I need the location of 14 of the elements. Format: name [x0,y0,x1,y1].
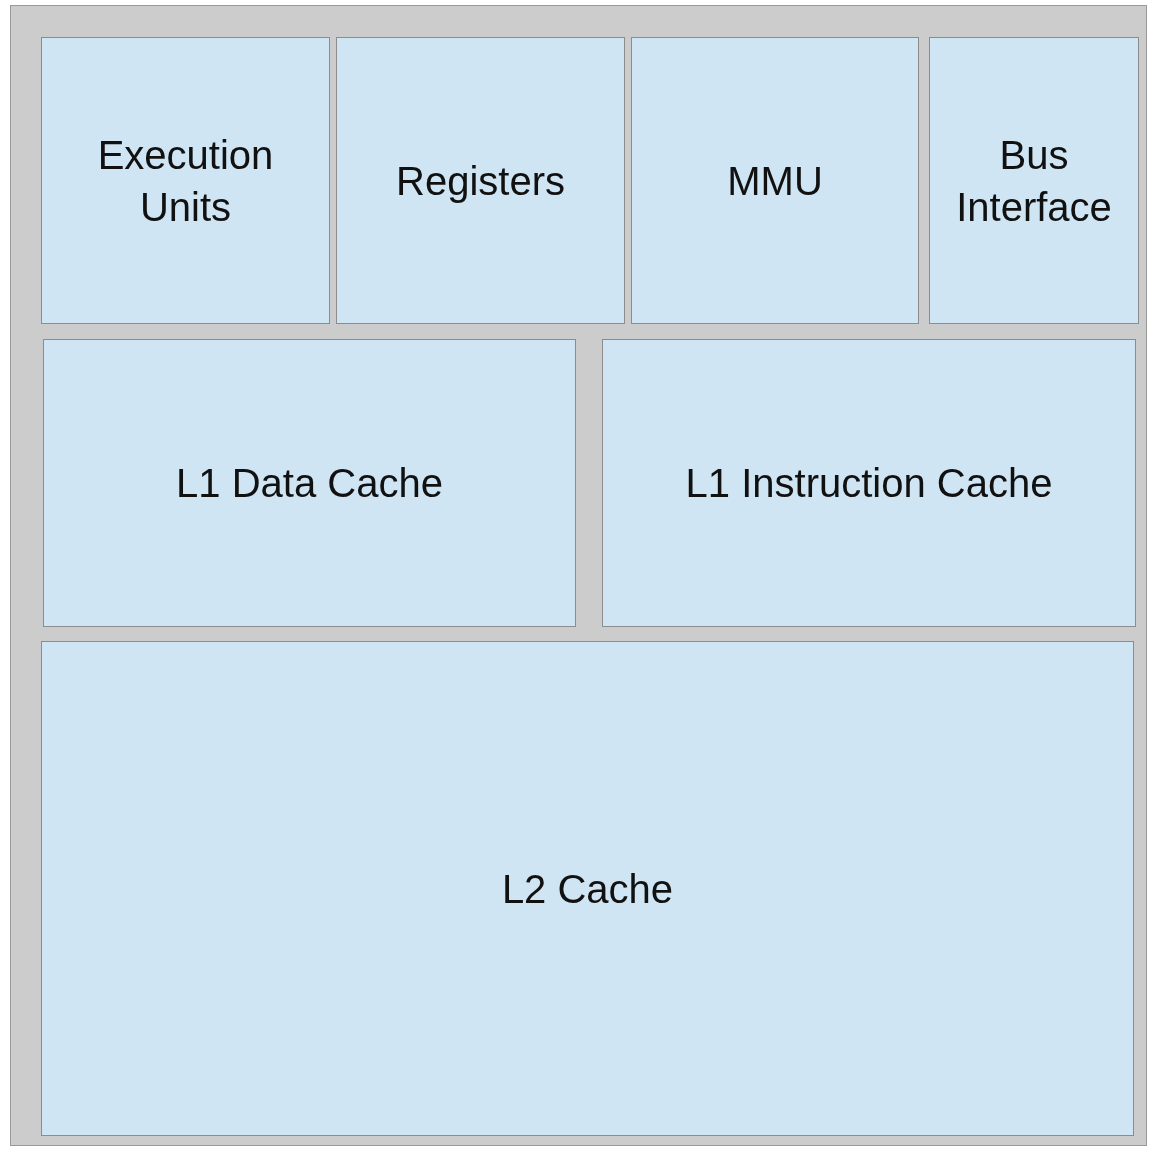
component-label: MMU [727,157,823,205]
component-label: Registers [396,157,565,205]
component-box [41,37,330,324]
component-box [929,37,1139,324]
component-label: L2 Cache [501,865,674,913]
component-label: L1 Instruction Cache [685,460,1053,507]
component-box [43,339,576,627]
component-label: Bus Interface [955,131,1113,231]
component-label: L1 Data Cache [176,460,443,507]
component-box [602,339,1136,627]
component-label: Execution Units [96,131,275,231]
component-box [631,37,919,324]
component-box [41,641,1134,1136]
component-box [336,37,625,324]
